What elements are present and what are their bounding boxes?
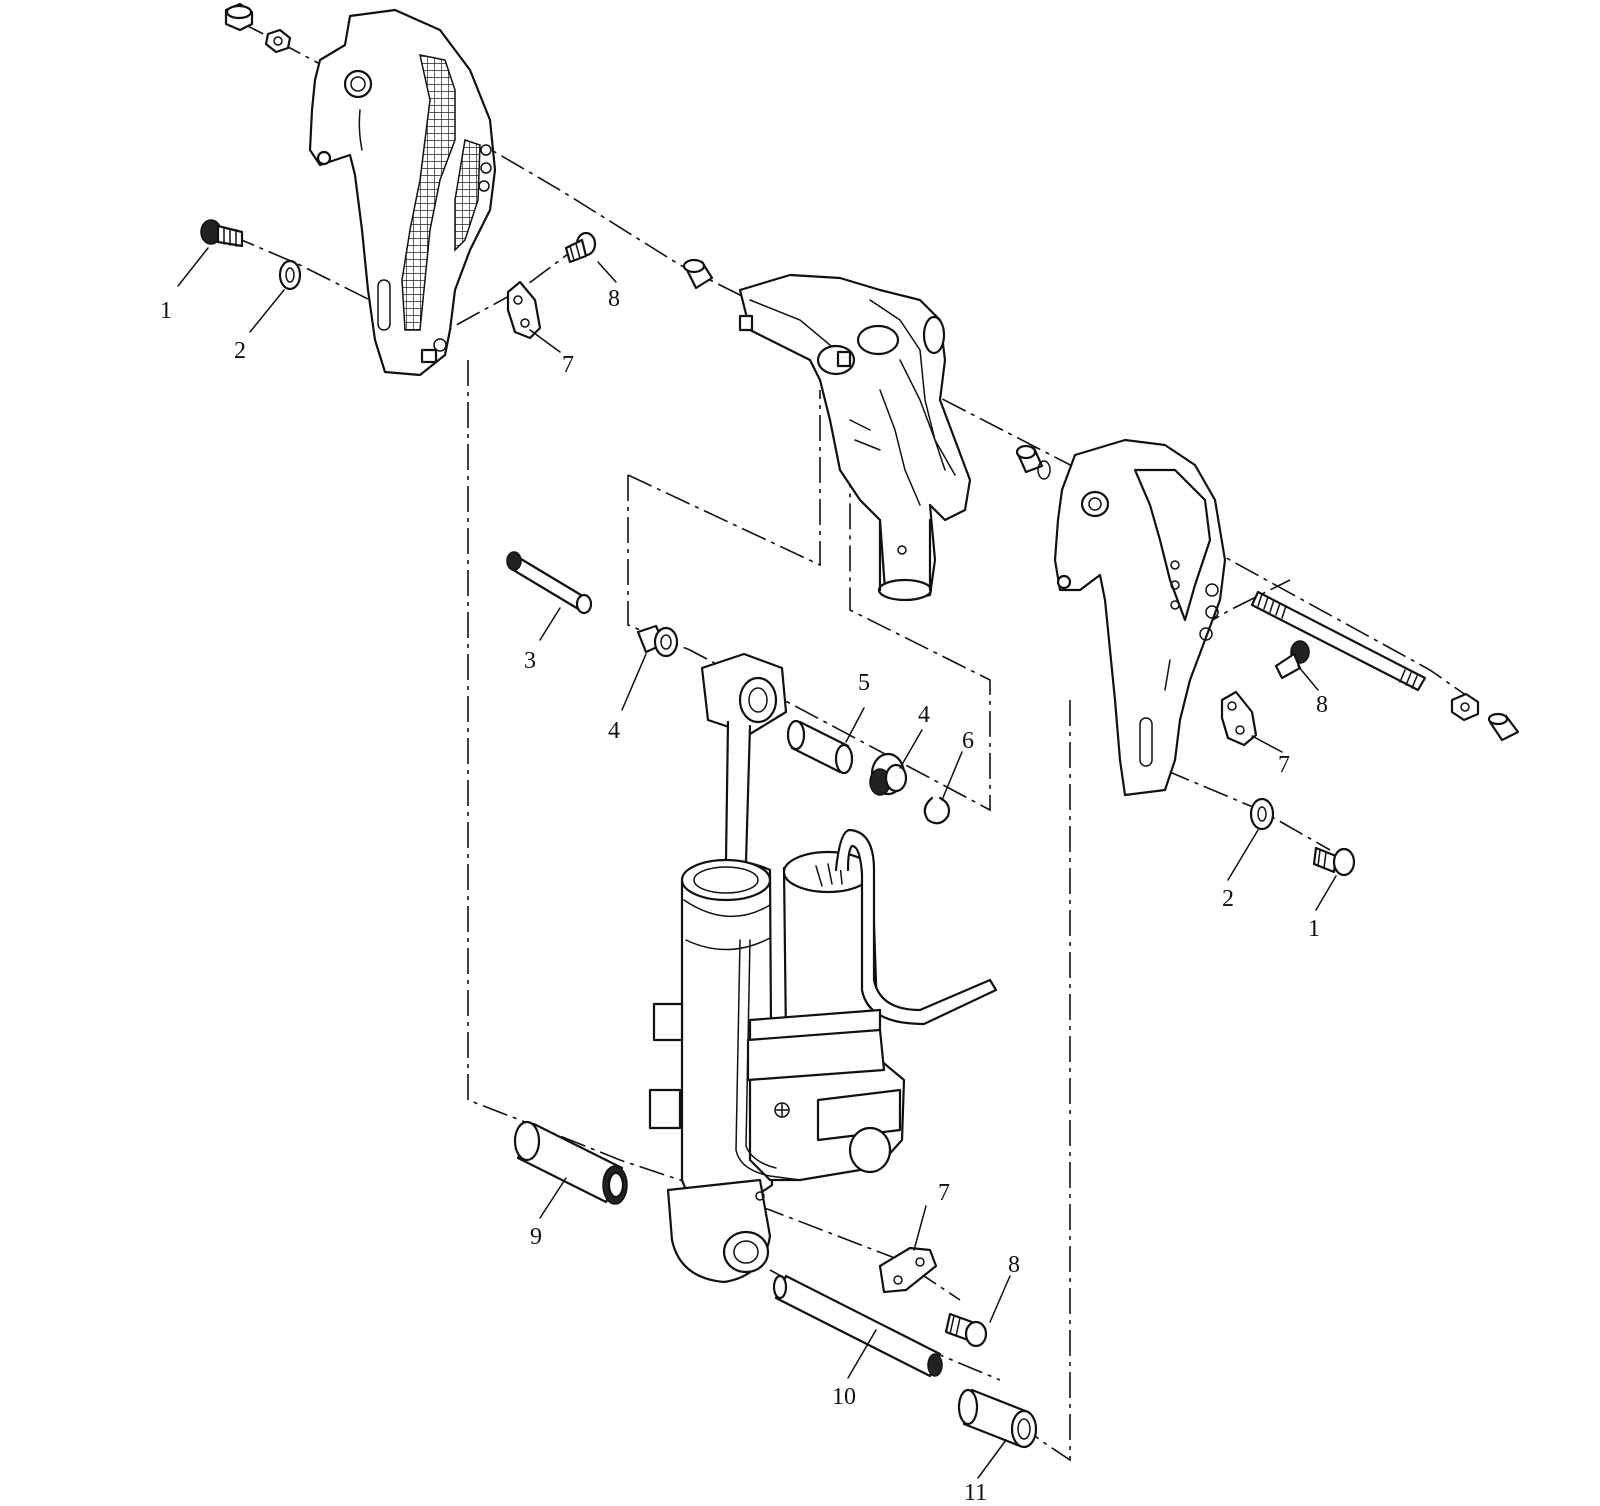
callout-numbers: 1 2 8 7 3 4 5 4 6 8 7 2 1 9 7 8 10 11 [160, 286, 1328, 1506]
callout-3: 3 [524, 648, 536, 674]
callout-8-bottom: 8 [1008, 1252, 1020, 1278]
right-hex-nut [1450, 692, 1480, 722]
top-bushing [682, 258, 714, 290]
right-bushing [1015, 444, 1051, 480]
pin-10 [772, 1274, 943, 1378]
left-bolt [200, 219, 244, 248]
lower-small-bolt [944, 1312, 988, 1348]
tilt-rod [1250, 590, 1427, 692]
callout-6: 6 [962, 728, 974, 754]
callout-7-bottom: 7 [938, 1180, 950, 1206]
callout-10: 10 [832, 1384, 856, 1410]
callout-5: 5 [858, 670, 870, 696]
callout-7-top: 7 [562, 352, 574, 378]
trim-tilt-unit [648, 652, 998, 1284]
top-small-bolt [564, 231, 597, 264]
bushing-9 [513, 1120, 628, 1205]
callout-11: 11 [964, 1480, 987, 1506]
right-bolt [1312, 846, 1356, 877]
top-left-cap-nut [224, 2, 254, 32]
callout-8-right: 8 [1316, 692, 1328, 718]
right-lock-plate [1220, 690, 1258, 747]
left-washer [278, 259, 302, 291]
sleeve-5 [786, 719, 854, 775]
top-left-hex-nut [264, 28, 292, 54]
circlip-6 [923, 796, 951, 825]
callout-4-right: 4 [918, 702, 930, 728]
callout-8-top: 8 [608, 286, 620, 312]
lower-lock-plate [878, 1246, 938, 1294]
callout-1-left: 1 [160, 298, 172, 324]
callout-9: 9 [530, 1224, 542, 1250]
right-cap-nut [1487, 712, 1520, 742]
callout-7-right: 7 [1278, 752, 1290, 778]
bushing-11 [957, 1388, 1038, 1449]
callout-1-right: 1 [1308, 916, 1320, 942]
right-clamp-bracket [1053, 438, 1227, 797]
bushing-4-right [869, 752, 908, 796]
right-small-bolt [1274, 640, 1310, 680]
callout-2-left: 2 [234, 338, 246, 364]
callout-2-right: 2 [1222, 886, 1234, 912]
right-washer [1249, 797, 1275, 831]
top-lock-plate [506, 280, 542, 340]
bushing-4-left [636, 624, 679, 658]
leader-lines [177, 247, 1337, 1479]
pin-3 [506, 551, 593, 615]
left-clamp-bracket [308, 8, 497, 377]
swivel-bracket [738, 273, 972, 602]
callout-4-left: 4 [608, 718, 620, 744]
